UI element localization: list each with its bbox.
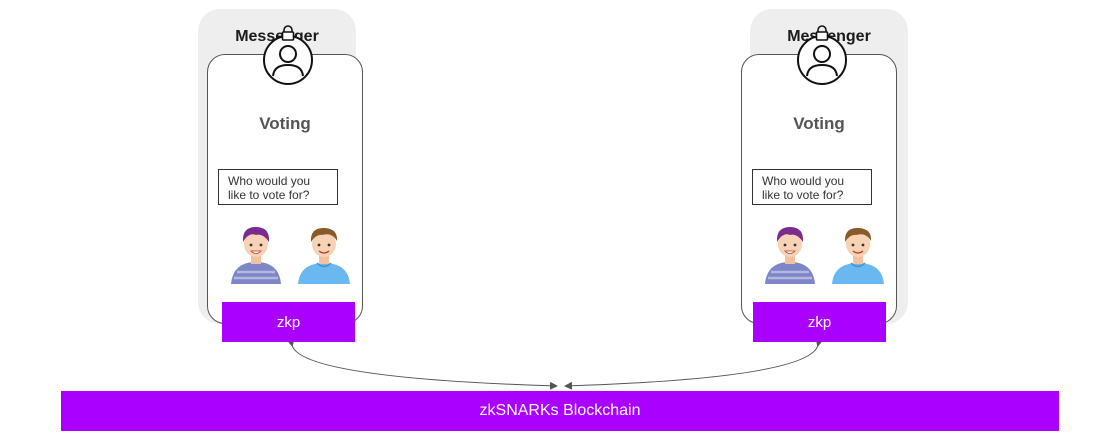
vote-prompt: Who would you like to vote for? bbox=[218, 169, 338, 205]
lock-icon bbox=[281, 25, 295, 41]
candidate-a-icon[interactable] bbox=[763, 224, 817, 284]
user-avatar-icon bbox=[263, 35, 313, 85]
zkp-box: zkp bbox=[753, 302, 886, 342]
candidate-b-icon[interactable] bbox=[296, 224, 352, 284]
vote-prompt-line1: Who would you bbox=[228, 174, 311, 188]
vote-prompt-line1: Who would you bbox=[762, 174, 845, 188]
vote-prompt-line2: like to vote for? bbox=[762, 188, 844, 202]
zkp-box: zkp bbox=[222, 302, 355, 342]
candidate-b-icon[interactable] bbox=[830, 224, 886, 284]
voting-title: Voting bbox=[259, 114, 311, 133]
vote-prompt-line2: like to vote for? bbox=[228, 188, 310, 202]
lock-icon bbox=[815, 25, 829, 41]
blockchain-bar: zkSNARKs Blockchain bbox=[61, 391, 1059, 431]
voting-title: Voting bbox=[793, 114, 845, 133]
candidate-a-icon[interactable] bbox=[229, 224, 283, 284]
vote-prompt: Who would you like to vote for? bbox=[752, 169, 872, 205]
arrow-right-zkp-to-chain bbox=[564, 338, 824, 390]
arrow-left-zkp-to-chain bbox=[286, 338, 558, 390]
